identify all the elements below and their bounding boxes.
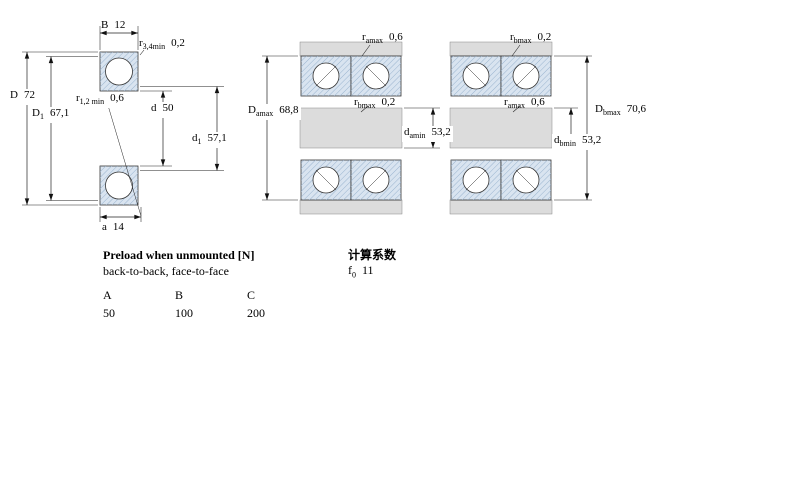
preload-val-c: 200 xyxy=(247,306,265,320)
calc-factors-title: 计算系数 xyxy=(348,248,397,262)
preload-val-a: 50 xyxy=(103,306,115,320)
preload-col-c: C xyxy=(247,288,256,302)
shaft xyxy=(299,107,403,149)
face-to-face-arrangement xyxy=(449,41,592,215)
preload-subtitle: back-to-back, face-to-face xyxy=(103,264,229,278)
preload-col-a: A xyxy=(103,288,112,302)
preload-title: Preload when unmounted [N] xyxy=(103,248,255,262)
ball xyxy=(105,57,133,86)
preload-table-header-row: A B C xyxy=(103,288,319,302)
preload-table: A B C 50 100 200 xyxy=(103,288,319,320)
preload-col-b: B xyxy=(175,288,184,302)
back-to-back-arrangement xyxy=(262,41,440,215)
housing-bottom xyxy=(299,199,403,215)
ball xyxy=(105,171,133,200)
bearing-drawings xyxy=(22,26,592,222)
contact-angle-line xyxy=(103,91,142,217)
preload-table-value-row: 50 100 200 xyxy=(103,306,319,320)
preload-val-b: 100 xyxy=(175,306,193,320)
housing-bottom xyxy=(449,199,553,215)
single-bearing-cross-section xyxy=(22,26,224,222)
shaft xyxy=(449,107,553,149)
